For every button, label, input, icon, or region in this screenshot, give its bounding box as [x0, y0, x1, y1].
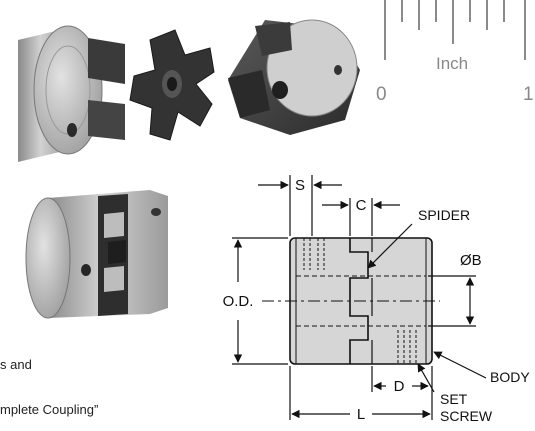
label-body: BODY — [490, 369, 530, 385]
spider-leader — [367, 223, 413, 269]
label-set: SET — [440, 391, 468, 407]
body-leader — [433, 351, 487, 379]
dimension-od — [232, 237, 288, 365]
caption-line-1: s and — [0, 357, 32, 372]
dimension-c — [322, 198, 400, 236]
dimension-l — [289, 366, 433, 420]
label-od: O.D. — [223, 293, 254, 310]
left-hub — [18, 25, 125, 162]
label-l: L — [357, 406, 365, 423]
coupling-body-outline — [262, 237, 440, 365]
ruler-unit-label: Inch — [436, 54, 469, 73]
inch-ruler — [384, 0, 526, 60]
ruler-end-label: 1 — [523, 84, 534, 105]
caption-line-2: mplete Coupling” — [0, 402, 99, 417]
set-screw-leader — [417, 363, 435, 393]
dimension-s — [258, 175, 342, 236]
dimension-bore — [428, 275, 476, 327]
assembled-coupling-photo — [25, 190, 168, 319]
spider-photo — [129, 29, 215, 141]
label-c: C — [356, 197, 367, 214]
label-s: S — [295, 177, 305, 194]
label-d: D — [394, 378, 405, 395]
dimension-d — [371, 366, 429, 392]
label-screw: SCREW — [440, 408, 493, 424]
ruler-start-label: 0 — [376, 84, 387, 105]
label-bore: ØB — [460, 252, 482, 269]
label-spider: SPIDER — [418, 207, 470, 223]
exploded-coupling-photo — [18, 19, 360, 162]
right-hub — [228, 19, 360, 135]
